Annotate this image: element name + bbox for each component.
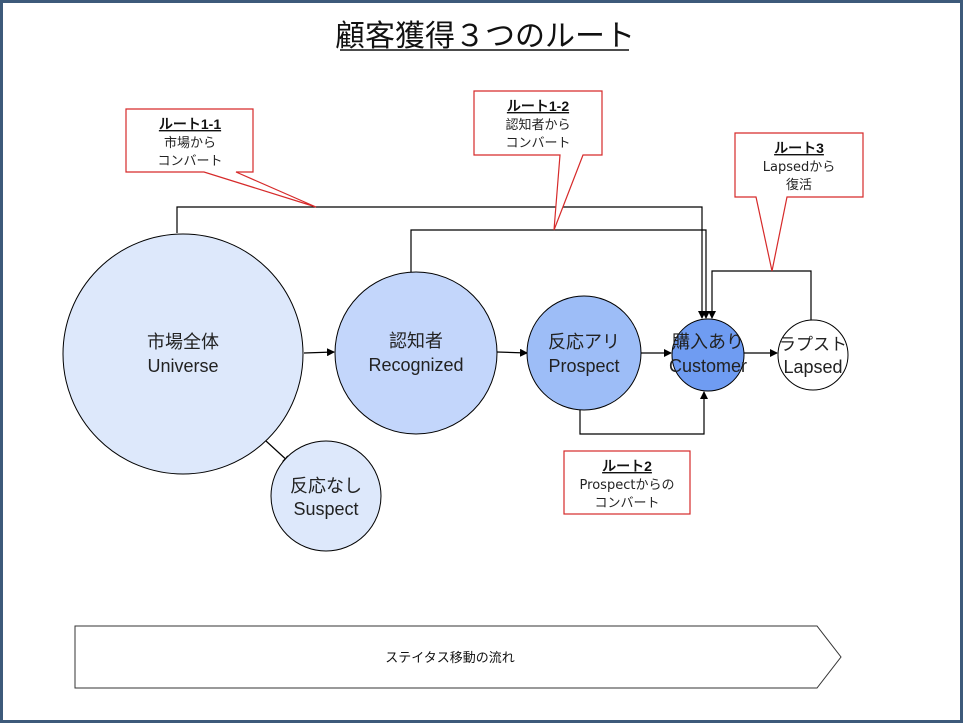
node-prospect: 反応アリ Prospect [526,295,642,411]
node-recognized-label-en: Recognized [368,355,463,375]
node-prospect-label-en: Prospect [548,356,619,376]
node-suspect-label-ja: 反応なし [290,476,362,496]
node-lapsed-label-en: Lapsed [783,357,842,377]
node-suspect-label-en: Suspect [293,499,358,519]
callout-route3-line2: 復活 [786,177,812,193]
node-recognized: 認知者 Recognized [334,271,498,435]
callout-route11-box [125,108,317,208]
callout-route3-head: ルート3 [774,140,824,156]
callout-route2: ルート2 Prospectからの コンバート [563,450,691,515]
node-prospect-circle [526,295,642,411]
route11-connector [176,206,706,319]
callout-route12-line1: 認知者から [505,117,570,133]
node-customer: 購入あり Customer [669,318,747,392]
callout-route2-head: ルート2 [602,458,652,474]
callout-route12: ルート1-2 認知者から コンバート [473,90,603,231]
callout-route11-line1: 市場から [164,135,216,151]
page-title: 顧客獲得３つのルート [335,19,635,54]
node-lapsed-label-ja: ラプスト [779,335,847,354]
callout-route2-line1: Prospectからの [580,478,675,493]
node-universe-label-ja: 市場全体 [147,332,219,352]
node-suspect: 反応なし Suspect [270,440,382,552]
callout-route12-box [473,90,603,231]
route2-connector [579,391,708,435]
status-flow-label: ステイタス移動の流れ [385,651,514,666]
status-flow-arrow: ステイタス移動の流れ [74,625,842,689]
node-universe-label-en: Universe [147,356,218,376]
node-universe-circle [62,233,304,475]
status-flow-arrow-shape [74,625,842,689]
node-lapsed: ラプスト Lapsed [777,319,849,391]
callout-route11-head: ルート1-1 [159,116,221,132]
callout-route12-head: ルート1-2 [507,98,569,114]
callout-route3-box [734,132,864,272]
route12-connector [410,229,710,319]
node-prospect-label-ja: 反応アリ [548,332,620,352]
node-customer-label-en: Customer [669,356,747,376]
node-customer-label-ja: 購入あり [672,332,744,352]
arrow-universe-recognized [303,348,335,357]
callout-route11: ルート1-1 市場から コンバート [125,108,317,208]
arrow-recognized-prospect [496,348,528,357]
callout-route2-box [563,450,691,515]
node-suspect-circle [270,440,382,552]
callout-route2-line2: コンバート [594,496,659,511]
node-customer-circle [671,318,745,392]
callout-route3: ルート3 Lapsedから 復活 [734,132,864,272]
callout-route12-line2: コンバート [505,136,570,151]
node-universe: 市場全体 Universe [62,233,304,475]
callout-route3-line1: Lapsedから [763,160,835,175]
callout-route11-line2: コンバート [157,154,222,169]
node-lapsed-circle [777,319,849,391]
node-recognized-label-ja: 認知者 [389,331,443,351]
route3-connector [708,270,812,320]
node-recognized-circle [334,271,498,435]
